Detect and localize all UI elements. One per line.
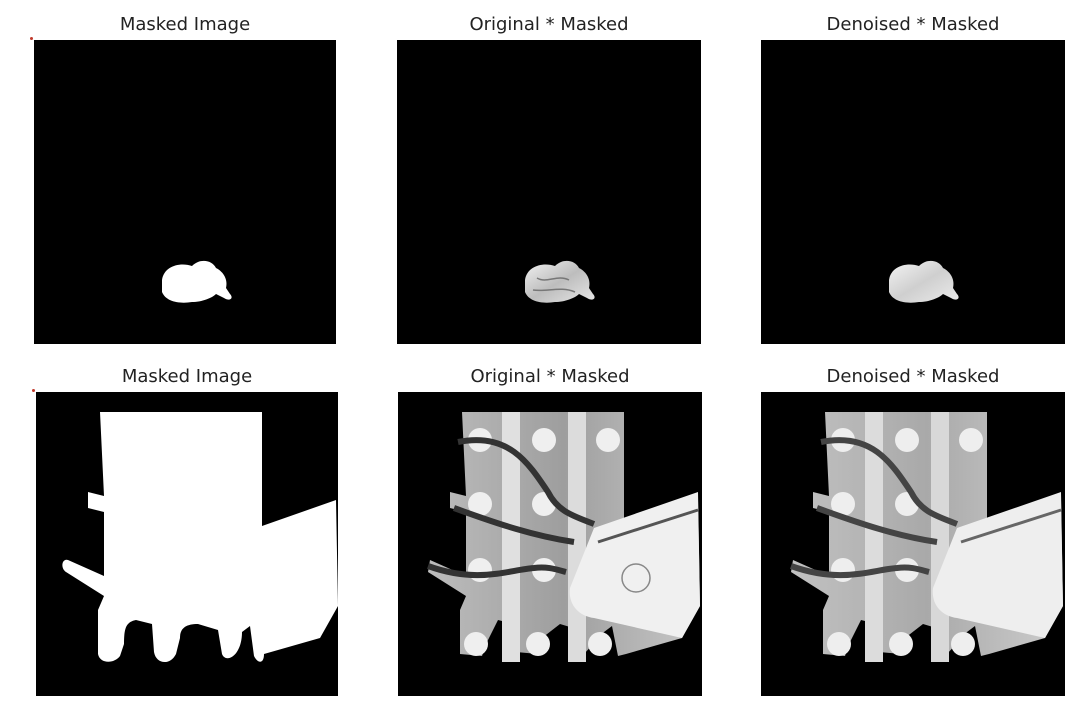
image-mask-r1 <box>34 40 336 344</box>
panel-title-r2c1: Masked Image <box>121 366 253 387</box>
denoised-scene-r2 <box>789 412 1063 662</box>
axis-marker-r1 <box>30 37 33 40</box>
panel-title-r2c3: Denoised * Masked <box>826 366 1000 387</box>
image-original-masked-r2 <box>398 392 702 696</box>
panel-title-r2c2: Original * Masked <box>470 366 630 387</box>
image-original-masked-r1 <box>397 40 701 344</box>
image-denoised-masked-r1 <box>761 40 1065 344</box>
panel-title-r1c3: Denoised * Masked <box>826 14 1000 35</box>
panel-title-r1c2: Original * Masked <box>469 14 629 35</box>
image-denoised-masked-r2 <box>761 392 1065 696</box>
original-blob-r1 <box>525 260 595 303</box>
image-mask-r2 <box>36 392 338 696</box>
mask-shape-r2 <box>62 412 338 663</box>
panel-title-r1c1: Masked Image <box>119 14 251 35</box>
denoised-blob-r1 <box>889 260 959 303</box>
original-scene-r2 <box>426 412 700 662</box>
mask-blob-r1 <box>162 260 232 303</box>
axis-marker-r2 <box>32 389 35 392</box>
